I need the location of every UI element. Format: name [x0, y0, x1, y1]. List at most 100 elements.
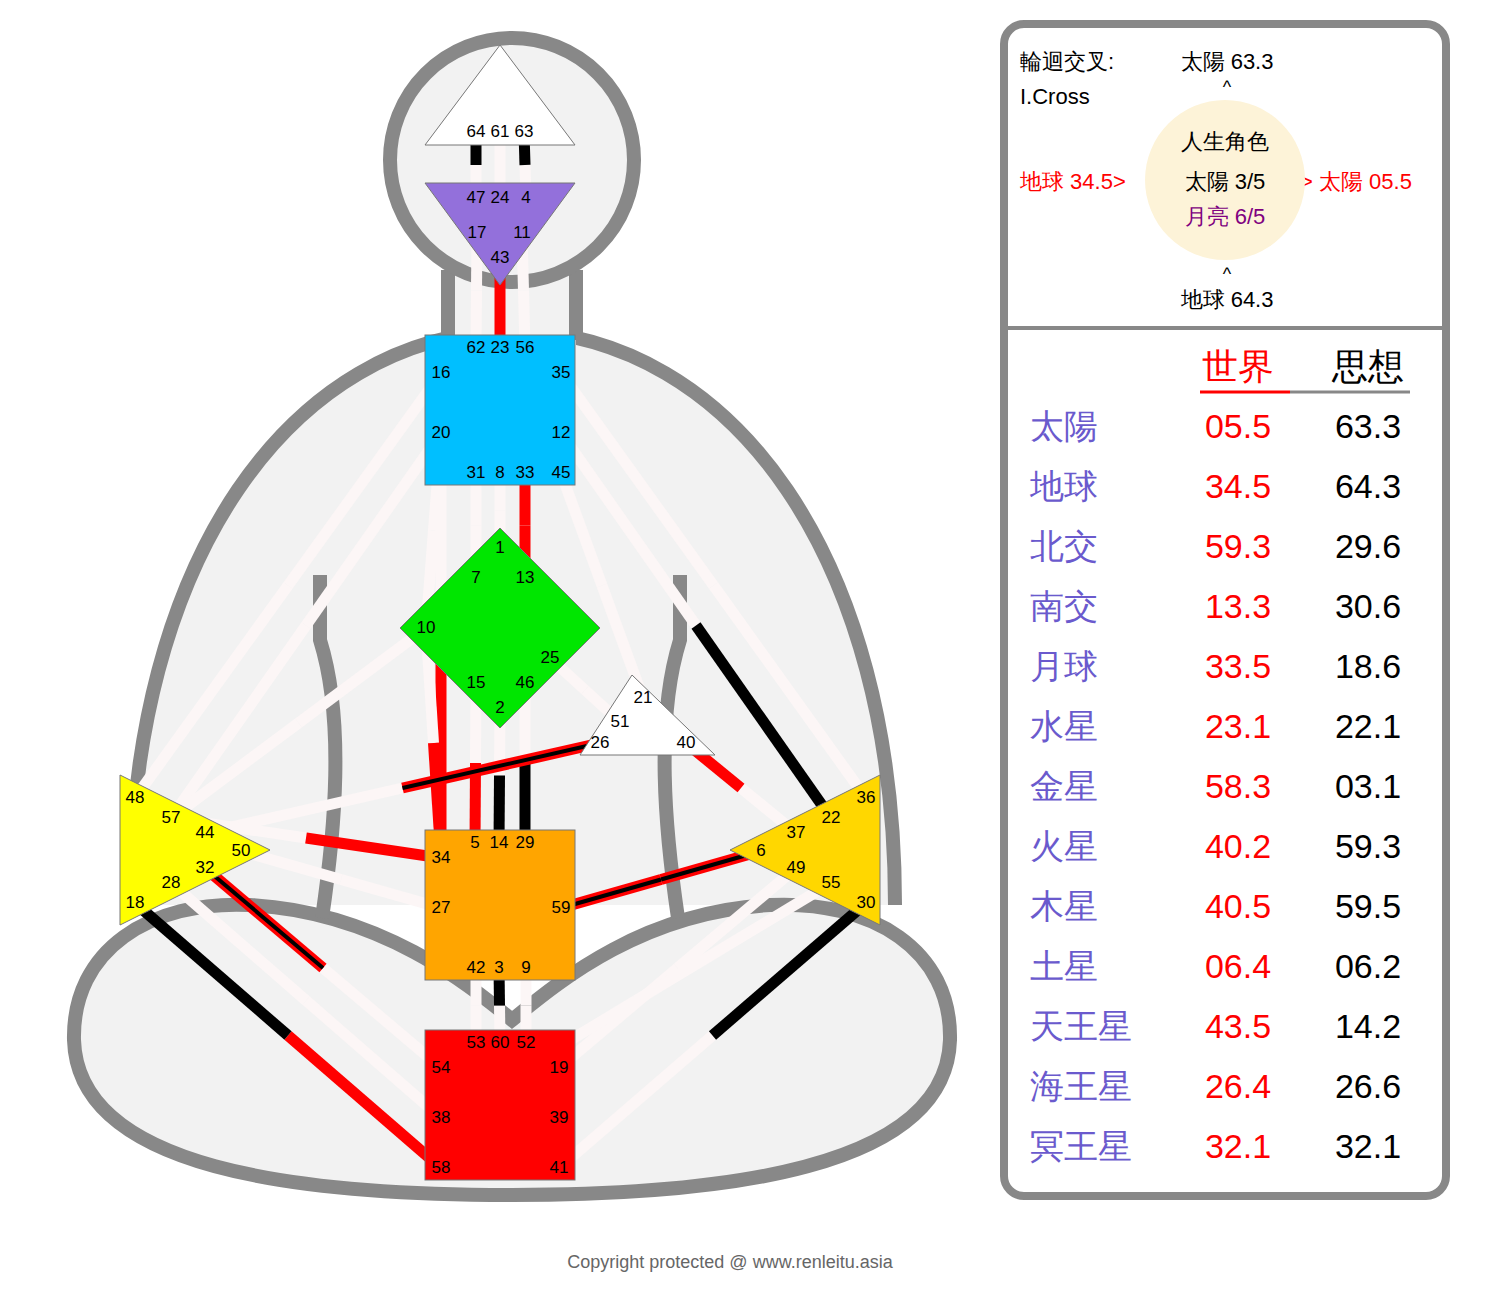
channel: [171, 883, 441, 1118]
personality-value: 06.2: [1335, 948, 1401, 985]
profile-text: 太陽 3/5: [1185, 170, 1266, 194]
gate-number: 52: [517, 1034, 536, 1053]
gate-number: 7: [471, 569, 480, 588]
gate-number: 38: [432, 1109, 451, 1128]
gate-number: 21: [634, 689, 653, 708]
channel: [561, 373, 866, 798]
channel: [135, 903, 441, 1168]
channel-stroke: [561, 880, 661, 909]
gate-number: 13: [516, 569, 535, 588]
gate-number: 16: [432, 364, 451, 383]
gate-number: 15: [467, 674, 486, 693]
design-value: 26.4: [1205, 1068, 1271, 1105]
gate-number: 61: [491, 123, 510, 142]
gate-number: 31: [467, 464, 486, 483]
channel-stroke: [306, 838, 441, 858]
gate-number: 18: [126, 894, 145, 913]
gate-number: 6: [756, 842, 765, 861]
planet-name: 太陽: [1030, 408, 1098, 445]
gate-number: 29: [516, 834, 535, 853]
table-header: 世界: [1202, 347, 1274, 387]
channel-stroke: [306, 1001, 441, 1119]
personality-value: 59.3: [1335, 828, 1401, 865]
channel-stroke: [403, 743, 601, 788]
gate-number: 43: [491, 249, 510, 268]
channel: [561, 473, 643, 698]
gate-number: 47: [467, 189, 486, 208]
profile-text: 人生角色: [1181, 130, 1269, 154]
cross-label: 輪迴交叉:: [1020, 50, 1114, 74]
ajna-center: 47244171143: [425, 183, 575, 285]
channel: [171, 433, 441, 818]
caret: ^: [1223, 78, 1231, 98]
channel-stroke: [299, 628, 427, 723]
sacral-center: 514293427594239: [425, 830, 575, 980]
gate-number: 54: [432, 1059, 451, 1078]
channel: [475, 683, 476, 843]
personality-value: 32.1: [1335, 1128, 1401, 1165]
channel-stroke: [135, 903, 288, 1036]
channel-stroke: [171, 723, 299, 818]
gate-number: 11: [513, 224, 531, 243]
head-center: 646163: [425, 45, 575, 145]
channel-stroke: [403, 743, 601, 788]
gate-number: 60: [491, 1034, 510, 1053]
channel-stroke: [323, 968, 441, 1068]
planet-name: 木星: [1030, 888, 1098, 925]
channel-stroke: [288, 1036, 441, 1169]
gate-number: 36: [857, 789, 876, 808]
heart-center: 21512640: [580, 675, 715, 755]
personality-value: 64.3: [1335, 468, 1401, 505]
channel-stroke: [636, 883, 831, 1001]
gate-number: 53: [467, 1034, 486, 1053]
channel-stroke: [713, 903, 867, 1036]
personality-value: 22.1: [1335, 708, 1401, 745]
channel-stroke: [205, 868, 323, 968]
channel: [559, 903, 866, 1168]
channel-stroke: [171, 883, 306, 1001]
gate-number: 62: [467, 339, 486, 358]
channel: [205, 743, 600, 833]
channel-stroke: [288, 373, 441, 586]
gate-number: 26: [591, 734, 610, 753]
design-value: 34.5: [1205, 468, 1271, 505]
info-panel: 輪迴交叉:I.Cross太陽 63.3^地球 34.5>> 太陽 05.5^地球…: [1000, 20, 1450, 1200]
throat-center: 622356163520123183345: [425, 335, 575, 485]
design-value: 32.1: [1205, 1128, 1271, 1165]
personality-value: 18.6: [1335, 648, 1401, 685]
design-value: 40.2: [1205, 828, 1271, 865]
gate-number: 10: [417, 619, 436, 638]
gate-number: 42: [467, 959, 486, 978]
gate-number: 30: [857, 894, 876, 913]
personality-value: 59.5: [1335, 888, 1401, 925]
spleen-center: 48574450322818: [120, 775, 270, 925]
design-value: 59.3: [1205, 528, 1271, 565]
design-value: 33.5: [1205, 648, 1271, 685]
copyright-note: Copyright protected @ www.renleitu.asia: [567, 1253, 892, 1273]
gate-number: 34: [432, 849, 451, 868]
planet-name: 冥王星: [1030, 1128, 1132, 1165]
gate-number: 50: [232, 842, 251, 861]
gate-number: 33: [516, 464, 535, 483]
gate-number: 25: [541, 649, 560, 668]
gate-number: 55: [822, 874, 841, 893]
design-value: 06.4: [1205, 948, 1271, 985]
gate-number: 1: [495, 539, 504, 558]
personality-value: 29.6: [1335, 528, 1401, 565]
design-value: 05.5: [1205, 408, 1271, 445]
design-value: 40.5: [1205, 888, 1271, 925]
channel-stroke: [561, 373, 714, 586]
channel-stroke: [561, 880, 661, 909]
channel-stroke: [205, 868, 323, 968]
gate-number: 4: [521, 189, 530, 208]
gate-number: 20: [432, 424, 451, 443]
gate-number: 58: [432, 1159, 451, 1178]
channel: [686, 743, 796, 833]
center-shape: [425, 335, 575, 485]
gate-number: 48: [126, 789, 145, 808]
gate-number: 32: [196, 859, 215, 878]
design-value: 13.3: [1205, 588, 1271, 625]
planet-name: 海王星: [1030, 1068, 1132, 1105]
channel-stroke: [171, 626, 306, 819]
